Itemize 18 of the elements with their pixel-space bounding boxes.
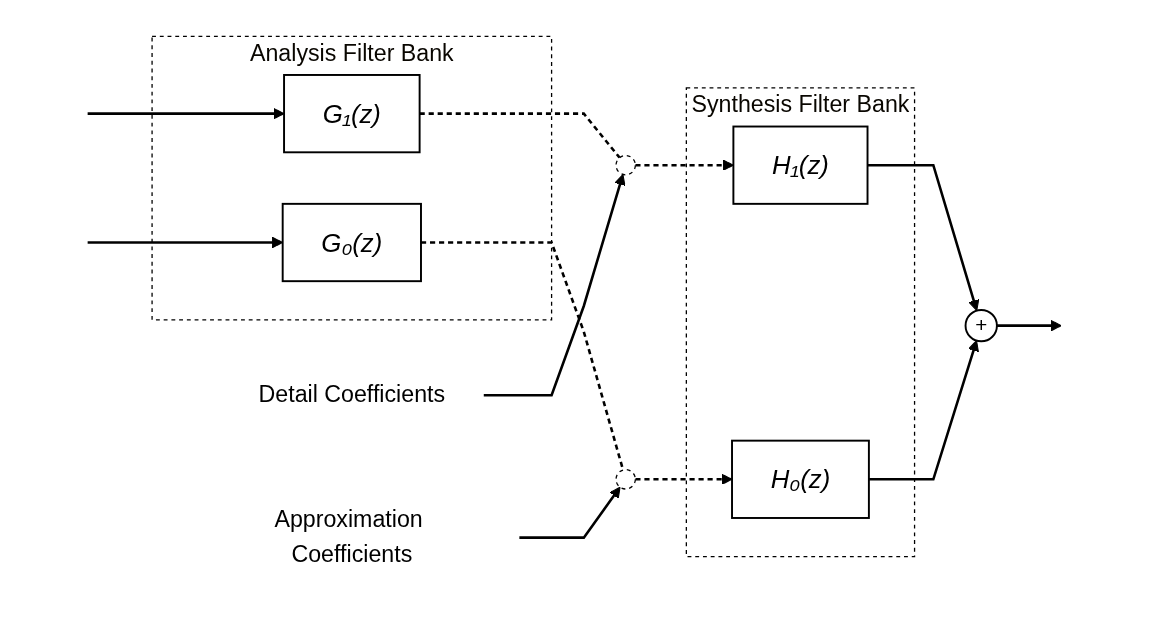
node-circle — [615, 469, 636, 491]
arrow — [996, 320, 1062, 332]
node-box: H₁(z) — [732, 126, 869, 206]
node-circle — [615, 155, 636, 176]
arrow — [635, 159, 734, 172]
arrow — [635, 474, 733, 486]
node-circle: + — [964, 309, 998, 343]
node-box: H₀(z) — [731, 440, 870, 520]
node-box: G₀(z) — [281, 203, 422, 283]
connector — [419, 112, 621, 159]
node-box: G₁(z) — [283, 74, 421, 154]
node-text: Detail Coefficients — [258, 382, 446, 408]
arrow — [87, 108, 285, 120]
arrow — [519, 487, 621, 540]
arrow — [867, 164, 980, 312]
arrow — [868, 340, 979, 482]
node-text: Approximation Coefficients — [274, 507, 423, 568]
arrow — [483, 174, 626, 397]
